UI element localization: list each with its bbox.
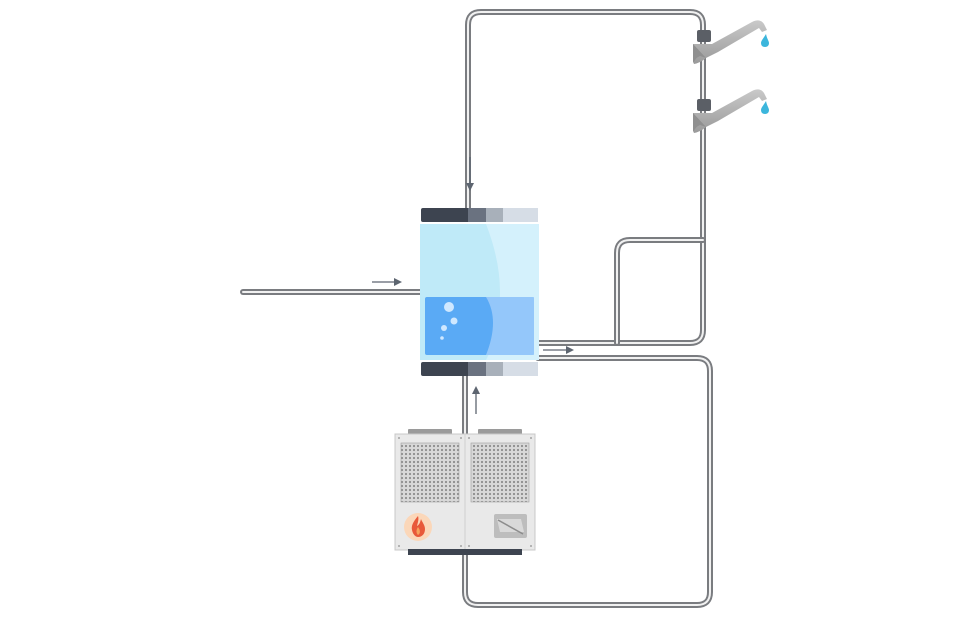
flame-icon xyxy=(404,513,432,541)
branch-pipe xyxy=(614,237,706,346)
heat-pump-loop-pipe xyxy=(462,355,713,608)
flow-arrow-up xyxy=(472,386,480,414)
hot-water-storage-tank xyxy=(420,208,539,376)
water-drop-icon xyxy=(761,101,769,114)
water-drop-icon xyxy=(761,34,769,47)
tank-bottom-band xyxy=(421,362,538,376)
water-tap-2 xyxy=(693,89,769,133)
heat-pump-unit xyxy=(394,429,536,555)
water-bubbles xyxy=(440,302,458,340)
flow-arrow-down xyxy=(466,157,474,191)
hot-water-supply-pipe xyxy=(465,9,706,346)
water-tap-1 xyxy=(693,20,769,64)
tank-top-band xyxy=(421,208,538,222)
fan-grille-right xyxy=(470,442,530,503)
control-plate-icon xyxy=(494,514,527,538)
pipe-network xyxy=(240,9,713,608)
flow-arrow-right-outlet xyxy=(543,346,574,354)
flow-arrow-right-inlet xyxy=(372,278,402,286)
fan-grille-left xyxy=(400,442,460,503)
